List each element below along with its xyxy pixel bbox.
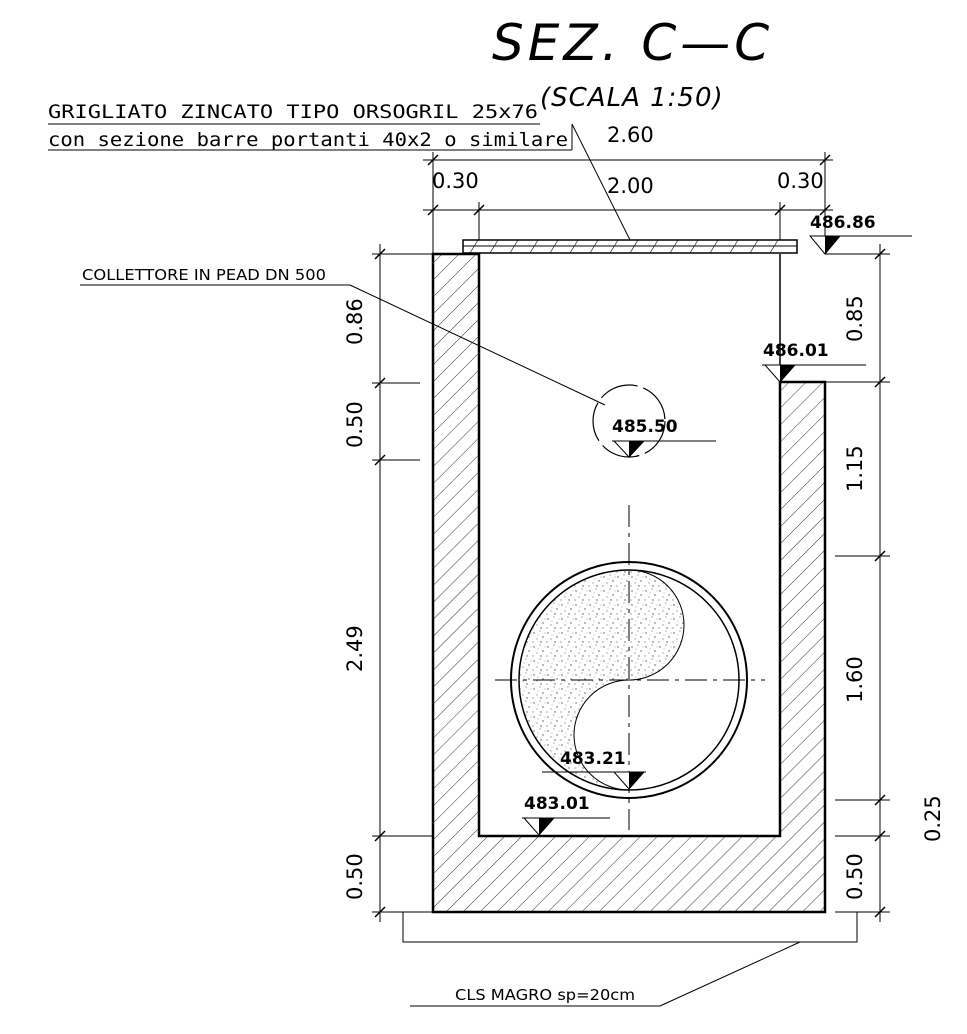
dim-right-upper: 1.15 [843,445,867,492]
grating-note-line2: con sezione barre portanti 40x2 o simila… [48,129,568,151]
elevation-collector: 485.50 [612,417,678,437]
dim-wall-left: 0.30 [432,169,479,193]
lean-concrete-note-leader [410,941,801,1007]
top-dimensions [423,152,833,254]
dim-right-top: 0.85 [843,295,867,342]
dim-left-top: 0.86 [343,298,367,345]
section-title: SEZ. C—C [492,14,773,72]
large-pipe [495,505,765,830]
dim-right-base: 0.50 [843,853,867,900]
scale-label: (SCALA 1:50) [540,83,724,113]
lean-concrete-outline [402,912,858,943]
dim-total-width: 2.60 [607,123,654,147]
elevation-marker-floor [522,817,610,836]
elevation-marker-pipe-invert [542,771,646,790]
elevation-pipe-invert: 483.21 [560,749,626,769]
lean-concrete-note: CLS MAGRO sp=20cm [455,986,635,1004]
concrete-chamber [402,239,858,943]
dim-wall-right: 0.30 [777,169,824,193]
dim-inner-width: 2.00 [607,174,654,198]
elevation-right-step: 486.01 [763,341,829,361]
left-dimensions [372,244,433,922]
dim-right-offset: 0.25 [921,795,945,842]
grating-hatch [469,239,779,254]
dim-left-mid: 0.50 [343,401,367,448]
collector-note-leader [80,284,606,406]
dim-left-base: 0.50 [343,853,367,900]
dim-left-main: 2.49 [343,625,367,672]
elevation-marker-top [808,235,912,255]
elevation-marker-right-step [762,364,866,383]
dim-right-lower: 1.60 [843,656,867,703]
grating-note-line1: GRIGLIATO ZINCATO TIPO ORSOGRIL 25x76 [48,101,538,123]
elevation-floor: 483.01 [524,794,590,814]
elevation-marker-collector [612,440,716,458]
grating-note-leader [48,123,631,241]
collector-note: COLLETTORE IN PEAD DN 500 [82,266,326,284]
right-dimensions [825,244,890,922]
elevation-top: 486.86 [810,213,876,233]
